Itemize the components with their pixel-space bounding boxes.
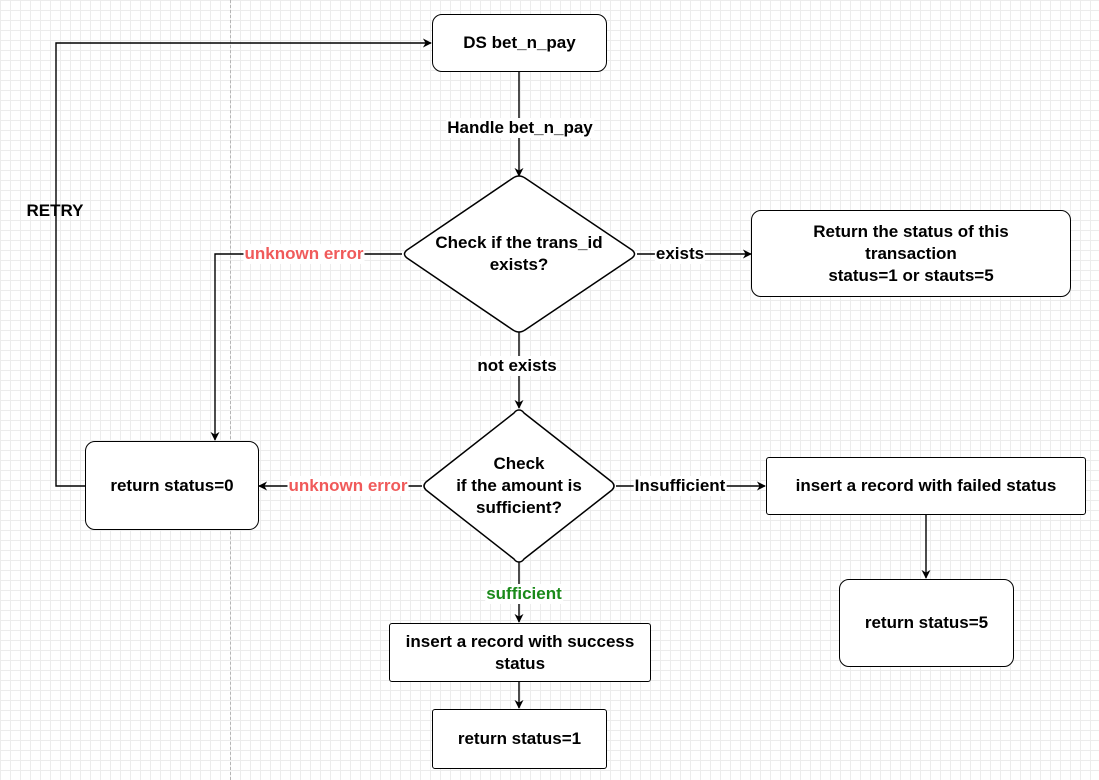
insert-failed-node: insert a record with failed status (766, 457, 1086, 515)
decision-diamond-amount (423, 409, 615, 563)
edge-label-sufficient: sufficient (485, 584, 563, 604)
return-existing-status-node: Return the status of this transaction st… (751, 210, 1071, 297)
edge-label-not-exists: not exists (476, 356, 558, 376)
edge-label-exists: exists (654, 244, 706, 264)
edge-label-unknown-error-1: unknown error (243, 244, 365, 264)
edge-label-handle: Handle bet_n_pay (446, 118, 594, 138)
page-divider (230, 0, 231, 780)
edge-label-insufficient: Insufficient (633, 476, 727, 496)
edge-label-retry: RETRY (26, 201, 84, 220)
edge-label-unknown-error-2: unknown error (287, 476, 409, 496)
edge-retry (55, 38, 432, 487)
check-amount-label: Check if the amount is sufficient? (456, 454, 582, 517)
return-status-1-node: return status=1 (432, 709, 607, 769)
start-node: DS bet_n_pay (432, 14, 607, 72)
edge-unknown-error-1 (210, 253, 402, 441)
check-trans-id-label: Check if the trans_id exists? (435, 233, 603, 274)
return-status-0-node: return status=0 (85, 441, 259, 530)
return-status-5-node: return status=5 (839, 579, 1014, 667)
insert-success-node: insert a record with success status (389, 623, 651, 682)
decision-diamond-trans-id (403, 175, 636, 333)
